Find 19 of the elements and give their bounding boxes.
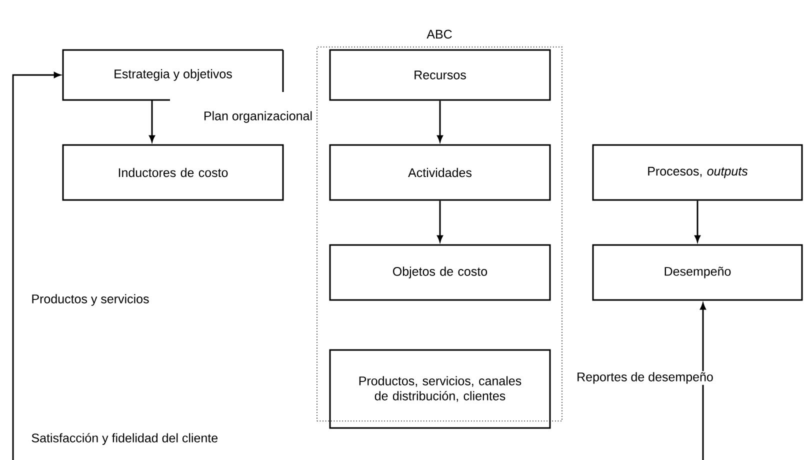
arrow: [437, 200, 443, 242]
process-box: Objetos de costo: [329, 244, 551, 301]
process-box: Estrategia y objetivos: [62, 49, 284, 101]
edge-label: Plan organizacional: [202, 110, 314, 124]
text-label: Productos y servicios: [32, 294, 149, 306]
arrow: [12, 72, 61, 460]
process-box: Procesos, outputs: [592, 144, 803, 201]
text-label: Satisfacción y fidelidad del cliente: [32, 433, 218, 445]
process-box: Desempeño: [592, 244, 803, 301]
process-box: Recursos: [329, 49, 551, 101]
arrow: [149, 100, 155, 142]
process-box: Productos, servicios, canales de distribución, clientes: [329, 349, 551, 429]
node-label: ABC: [426, 30, 452, 39]
arrow: [700, 302, 706, 460]
arrow: [437, 100, 443, 142]
edge-label: Reportes de desempeño: [576, 371, 714, 385]
process-box: Inductores de costo: [62, 144, 284, 201]
process-box: Actividades: [329, 144, 551, 201]
arrow: [694, 200, 700, 242]
